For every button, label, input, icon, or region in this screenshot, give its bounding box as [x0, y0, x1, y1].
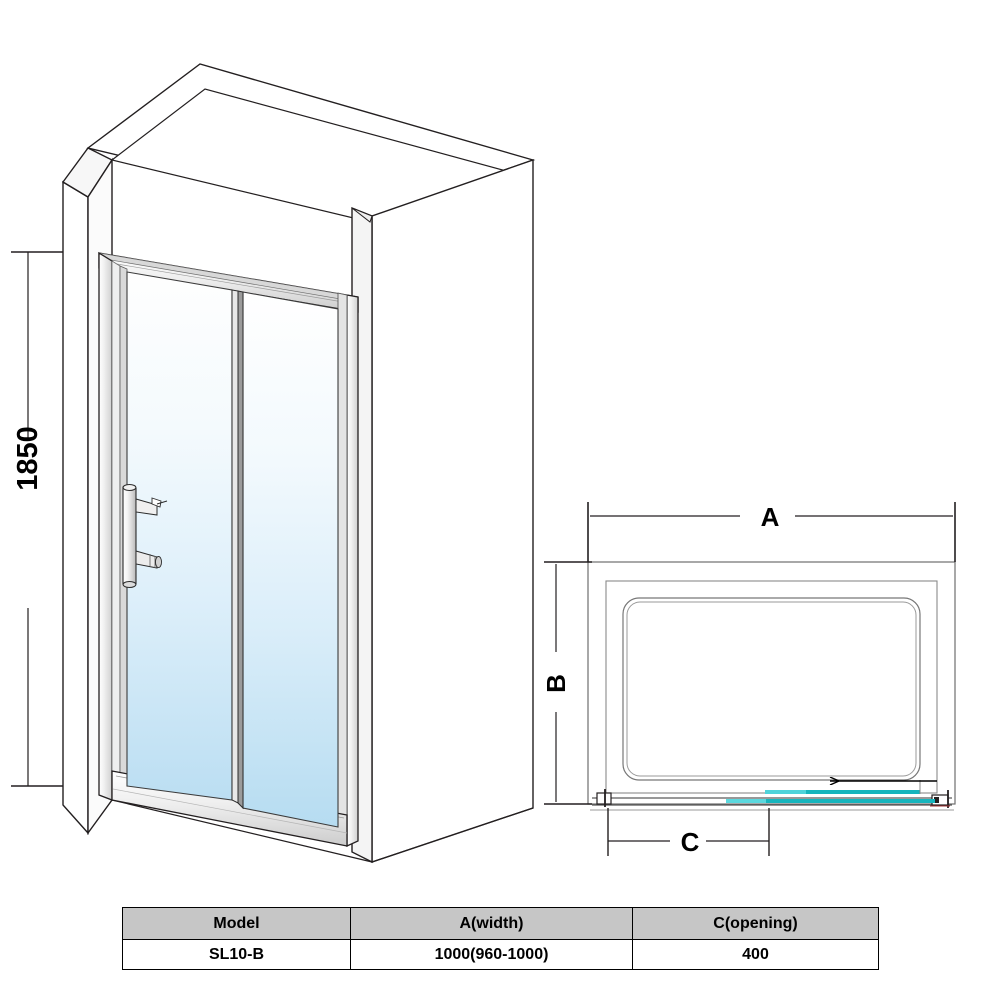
table-row: SL10-B 1000(960-1000) 400: [122, 939, 879, 970]
specification-table-wrap: Model A(width) C(opening) SL10-B 1000(96…: [122, 907, 879, 970]
dimension-c-label-wrap: C: [674, 824, 706, 860]
left-frame-jamb: [98, 251, 128, 801]
plan-inner-rect-inner: [626, 601, 917, 777]
column-header-c-opening: C(opening): [632, 907, 879, 940]
handle-cap-bottom: [122, 581, 137, 588]
handle-standoff-upper: [135, 498, 158, 516]
dimension-c-label: C: [680, 826, 700, 857]
specification-table: Model A(width) C(opening) SL10-B 1000(96…: [122, 907, 879, 970]
column-header-model: Model: [122, 907, 351, 940]
dimension-a-label: A: [760, 501, 780, 532]
dimension-b: [544, 561, 592, 805]
dimension-b-label-wrap: B: [538, 662, 574, 704]
floor-edge-line: [111, 799, 373, 863]
top-plan-view: [544, 502, 956, 856]
handle-cap-top: [122, 484, 137, 491]
track-end-fitting-right: [930, 790, 950, 808]
height-dimension-label: 1850: [11, 425, 44, 491]
dimension-a-label-wrap: A: [748, 499, 792, 535]
plan-door-track: [590, 797, 954, 811]
isometric-enclosure-view: [11, 63, 536, 864]
top-frame-rail: [98, 252, 359, 313]
height-dimension: [11, 251, 63, 787]
dimension-a: [587, 502, 956, 562]
glass-panel-right: [242, 291, 339, 828]
door-handle[interactable]: [122, 484, 168, 588]
table-header-row: Model A(width) C(opening): [122, 907, 879, 940]
column-header-a-width: A(width): [350, 907, 633, 940]
cell-model: SL10-B: [122, 939, 351, 970]
glass-panel-left: [126, 271, 233, 801]
dimension-b-label: B: [540, 673, 571, 693]
dimension-c: [607, 808, 770, 856]
track-end-fitting-left: [596, 789, 612, 807]
right-frame-jamb: [337, 292, 359, 848]
floor-edge-line-right: [371, 807, 534, 863]
right-wall-panel: [351, 159, 534, 864]
center-meeting-stile: [231, 289, 244, 810]
cell-c-opening: 400: [632, 939, 879, 970]
height-dimension-label-wrap: 1850: [0, 398, 56, 518]
cell-a-width: 1000(960-1000): [350, 939, 633, 970]
